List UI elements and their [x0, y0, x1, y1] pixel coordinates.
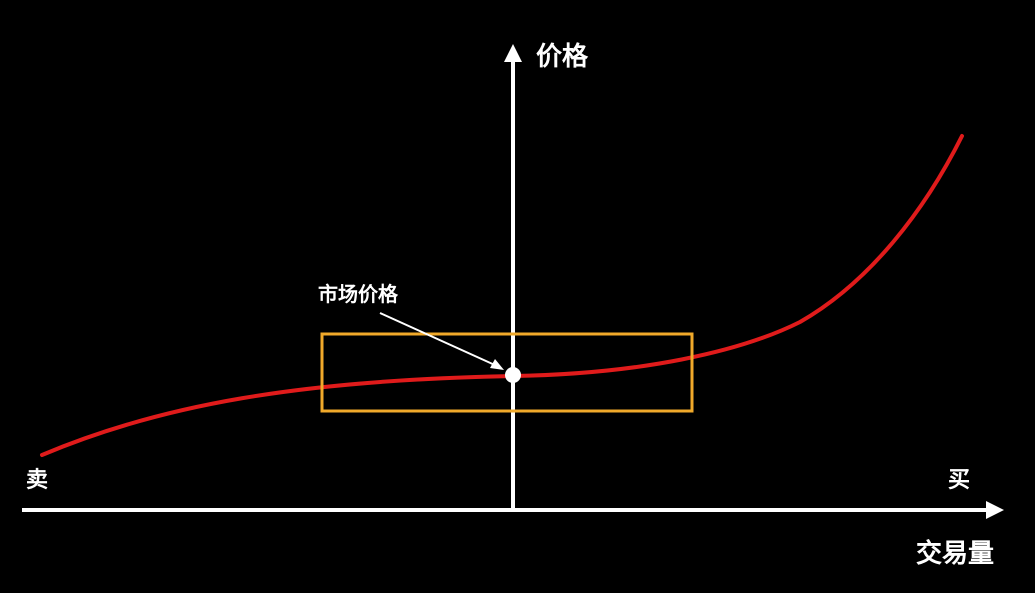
buy-label: 买 [948, 468, 971, 493]
annotation-arrow-icon [490, 359, 504, 370]
sell-label: 卖 [26, 468, 49, 493]
market-price-label: 市场价格 [318, 282, 398, 306]
x-axis-title: 交易量 [916, 539, 995, 569]
y-axis-title: 价格 [536, 42, 589, 72]
market-price-box [320, 332, 694, 413]
x-axis-arrow-icon [986, 501, 1004, 519]
y-axis-arrow-icon [504, 44, 522, 62]
annotation-arrow-line [379, 312, 498, 367]
price-curve [40, 134, 964, 457]
market-price-point [505, 367, 521, 383]
